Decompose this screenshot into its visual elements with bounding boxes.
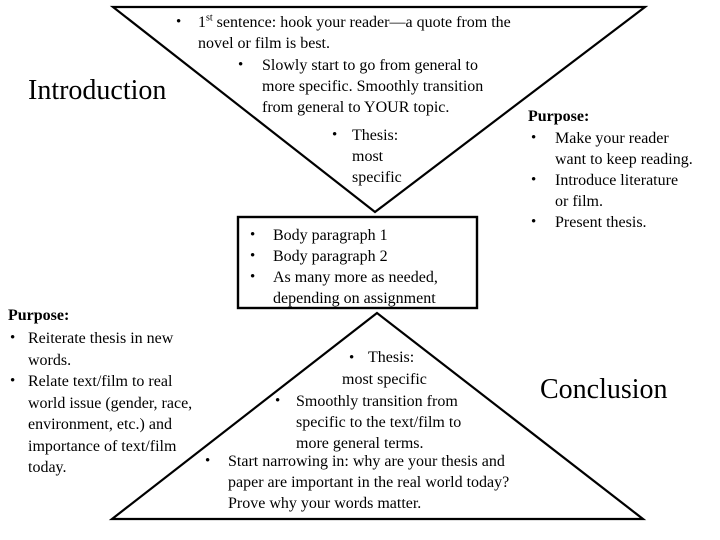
intro-purpose-block: Purpose: • Make your reader want to keep… xyxy=(528,106,693,233)
list-item: • Present thesis. xyxy=(528,212,693,233)
bullet-icon: • xyxy=(176,14,182,30)
list-item: • Reiterate thesis in new words. xyxy=(10,330,174,369)
hook-line-2: novel or film is best. xyxy=(198,35,330,52)
list-item: • Body paragraph 1 xyxy=(250,227,388,244)
list-item: • As many more as needed, depending on a… xyxy=(250,269,438,307)
introduction-funnel-shape xyxy=(109,5,649,214)
list-item: • Body paragraph 2 xyxy=(250,248,388,265)
purpose-heading: Purpose: xyxy=(528,108,590,125)
hook-line-1: 1st sentence: hook your reader—a quote f… xyxy=(198,12,511,31)
bullet-icon: • xyxy=(531,172,537,188)
conclusion-triangle-shape xyxy=(108,311,647,521)
bullet-text: Smoothly transition from specific to the… xyxy=(296,393,462,452)
bullet-text: Slowly start to go from general to more … xyxy=(262,57,484,116)
bullet-icon: • xyxy=(349,350,355,366)
conclusion-bullet-transition: • Smoothly transition from specific to t… xyxy=(275,391,461,454)
conclusion-label: Conclusion xyxy=(540,374,668,405)
bullet-icon: • xyxy=(531,214,537,230)
introduction-label: Introduction xyxy=(28,75,167,106)
bullet-icon: • xyxy=(250,269,256,285)
intro-bullet-thesis: • Thesis: most specific xyxy=(332,125,402,188)
intro-bullet-hook: • 1st sentence: hook your reader—a quote… xyxy=(176,12,511,54)
bullet-text: Thesis: most specific xyxy=(352,127,402,186)
purpose-heading: Purpose: xyxy=(8,307,70,324)
bullet-icon: • xyxy=(275,393,281,409)
conclusion-bullet-thesis: •Thesis: most specific xyxy=(342,349,427,388)
bullet-icon: • xyxy=(250,248,256,264)
bullet-icon: • xyxy=(531,130,537,146)
body-paragraphs-box-shape xyxy=(236,215,479,310)
bullet-icon: • xyxy=(250,227,256,243)
bullet-icon: • xyxy=(332,127,338,143)
list-item: • Introduce literature or film. xyxy=(528,170,693,212)
list-item: • Make your reader want to keep reading. xyxy=(528,128,693,170)
bullet-text: 1st sentence: hook your reader—a quote f… xyxy=(198,12,511,54)
conclusion-bullet-narrowing: • Start narrowing in: why are your thesi… xyxy=(205,451,509,514)
intro-bullet-transition: • Slowly start to go from general to mor… xyxy=(238,55,483,118)
list-item: • Relate text/film to real world issue (… xyxy=(10,373,193,476)
ordinal-superscript: st xyxy=(206,12,213,24)
conclusion-purpose-block: Purpose: • Reiterate thesis in new words… xyxy=(8,304,192,479)
bullet-text: Start narrowing in: why are your thesis … xyxy=(228,453,510,512)
bullet-icon: • xyxy=(205,453,211,469)
bullet-icon: • xyxy=(10,373,16,389)
bullet-icon: • xyxy=(238,57,244,73)
body-box-content: • Body paragraph 1 • Body paragraph 2 • … xyxy=(250,225,438,309)
bullet-icon: • xyxy=(10,330,16,346)
